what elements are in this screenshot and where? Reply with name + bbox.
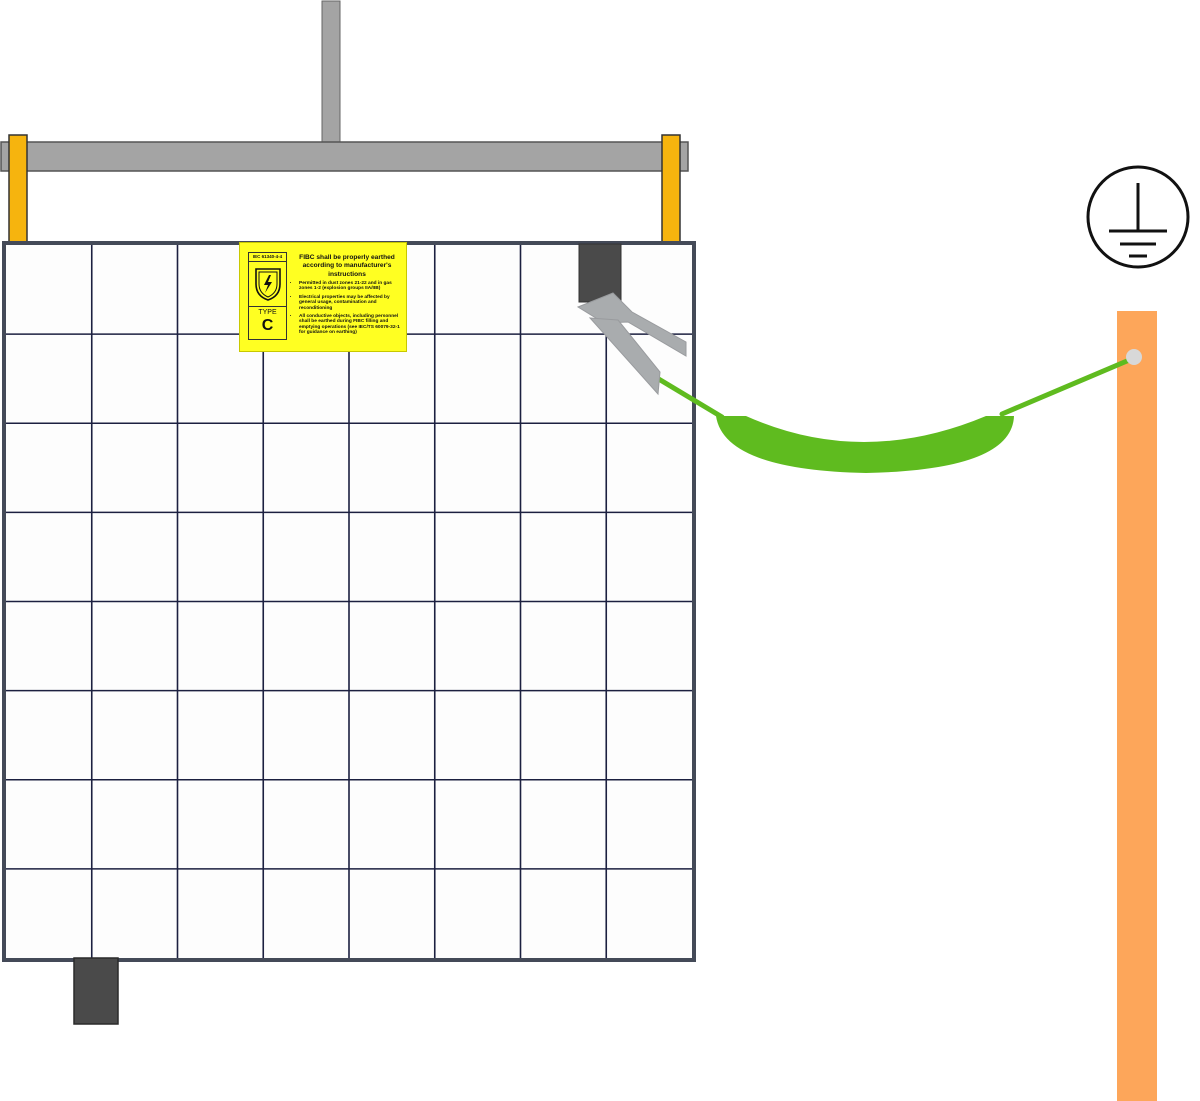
label-classification-box: IEC 61340-4-4 TYPE C [248,252,287,340]
protective-earth-icon [1086,165,1190,269]
label-title: FIBC shall be properly earthed according… [299,254,395,278]
lifting-hook-rod [321,0,341,145]
earth-rod [1117,311,1157,1101]
fibc-type-c-label: IEC 61340-4-4 TYPE C FIBC shall be prope… [239,242,407,352]
earthing-clamp [576,292,687,396]
earthing-cable [654,355,1137,473]
static-discharge-shield-icon [249,262,286,307]
label-bullet: Permitted in dust zones 21-22 and in gas… [299,281,404,292]
earthing-tab-bottom [73,957,119,1025]
label-bullet: Electrical properties may be affected by… [299,295,404,311]
label-type-text: TYPE [258,309,277,316]
label-bullet: All conductive objects, including person… [299,314,404,336]
cable-slack-loop [716,416,1014,473]
label-bullet-list: Permitted in dust zones 21-22 and in gas… [292,281,404,339]
label-type-class: C [261,317,274,334]
bag-woven-grid [6,245,692,958]
lifting-loop-left [8,134,28,244]
label-standard: IEC 61340-4-4 [249,253,286,262]
earth-connection-point [1126,349,1142,365]
lifting-frame-bar [0,141,689,172]
protective-earth-symbol-tile [1076,160,1200,278]
earthing-tab-top [578,243,622,303]
lifting-loop-right [661,134,681,244]
